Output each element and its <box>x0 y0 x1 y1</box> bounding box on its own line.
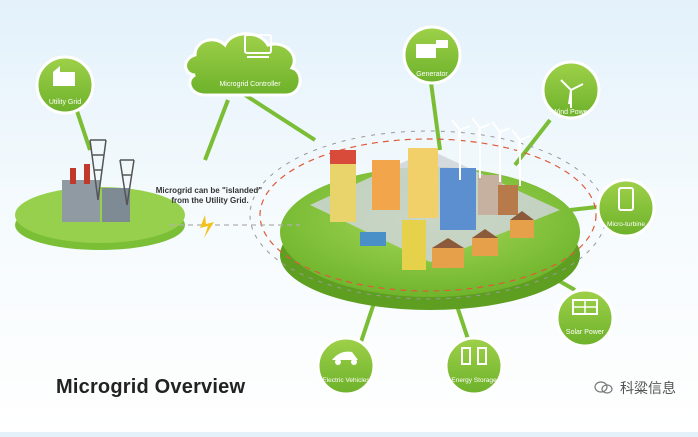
generator-node: Generator <box>402 25 462 85</box>
microturbine-node: Micro-turbine <box>596 178 656 238</box>
wind-power-label-1: Wind Power <box>552 109 590 116</box>
diagram-title: Microgrid Overview <box>56 376 246 398</box>
watermark: 科粱信息 <box>594 378 676 398</box>
energy-storage-label: Energy Storage <box>451 377 497 384</box>
island-note-line-1: Microgrid can be "islanded" <box>156 186 262 195</box>
watermark-text: 科粱信息 <box>620 381 676 397</box>
energy-storage-node: Energy Storage <box>444 336 504 396</box>
solar-power-label: Solar Power <box>566 329 605 336</box>
wechat-icon <box>594 381 614 395</box>
controller-label: Microgrid Controller <box>219 81 281 88</box>
island-note: Microgrid can be "islanded" from the Uti… <box>156 186 300 238</box>
microturbine-label: Micro-turbine <box>607 221 645 228</box>
wind-turbines <box>451 117 531 186</box>
wind-power-node: Wind Power <box>541 60 601 120</box>
electric-vehicles-label: Electric Vehicles <box>322 377 370 384</box>
island-note-text: Microgrid can be "islanded" from the Uti… <box>156 186 265 205</box>
electric-vehicles-node: Electric Vehicles <box>316 336 376 396</box>
wind-power-label: Wind Power <box>552 109 590 116</box>
utility-grid-node: Utility Grid <box>35 55 95 115</box>
island-note-line-2: from the Utility Grid. <box>171 196 248 205</box>
utility-grid-label: Utility Grid <box>49 99 81 106</box>
power-plant <box>15 139 185 250</box>
solar-power-node: Solar Power <box>555 288 615 348</box>
generator-label: Generator <box>416 71 448 78</box>
city-buildings <box>330 148 534 270</box>
controller-node: Microgrid Controller <box>184 32 302 97</box>
